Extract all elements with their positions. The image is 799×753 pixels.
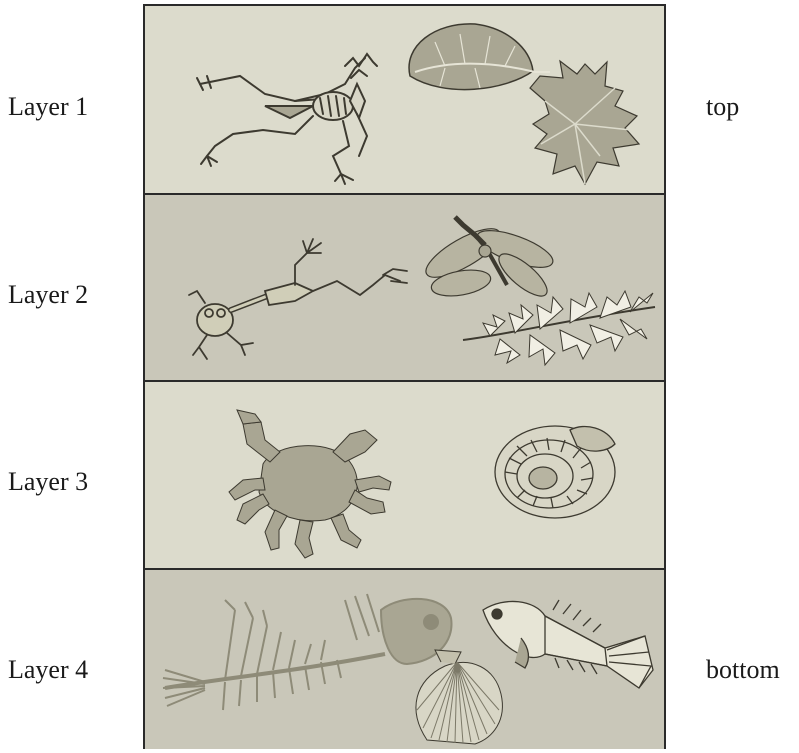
- bottom-label: bottom: [706, 655, 780, 685]
- ammonite-icon: [495, 426, 615, 518]
- layer-4-label: Layer 4: [8, 655, 88, 685]
- crab-icon: [229, 410, 391, 558]
- layer-4: [145, 570, 664, 749]
- bird-skeleton-icon: [197, 54, 377, 184]
- layer-2: [145, 195, 664, 380]
- leaf-icon: [409, 24, 550, 90]
- rock-column: [143, 4, 666, 749]
- layer-3: [145, 382, 664, 568]
- fish-icon: [483, 600, 653, 688]
- frog-skeleton-icon: [189, 239, 407, 359]
- fern-icon: [463, 291, 655, 365]
- layer-2-label: Layer 2: [8, 280, 88, 310]
- top-label: top: [706, 92, 739, 122]
- layer-1: [145, 6, 664, 193]
- layer-3-label: Layer 3: [8, 467, 88, 497]
- layer-1-label: Layer 1: [8, 92, 88, 122]
- maple-leaf-icon: [530, 61, 639, 184]
- scallop-shell-icon: [416, 650, 502, 744]
- dragonfly-icon: [420, 217, 557, 303]
- fish-skeleton-icon: [163, 594, 452, 710]
